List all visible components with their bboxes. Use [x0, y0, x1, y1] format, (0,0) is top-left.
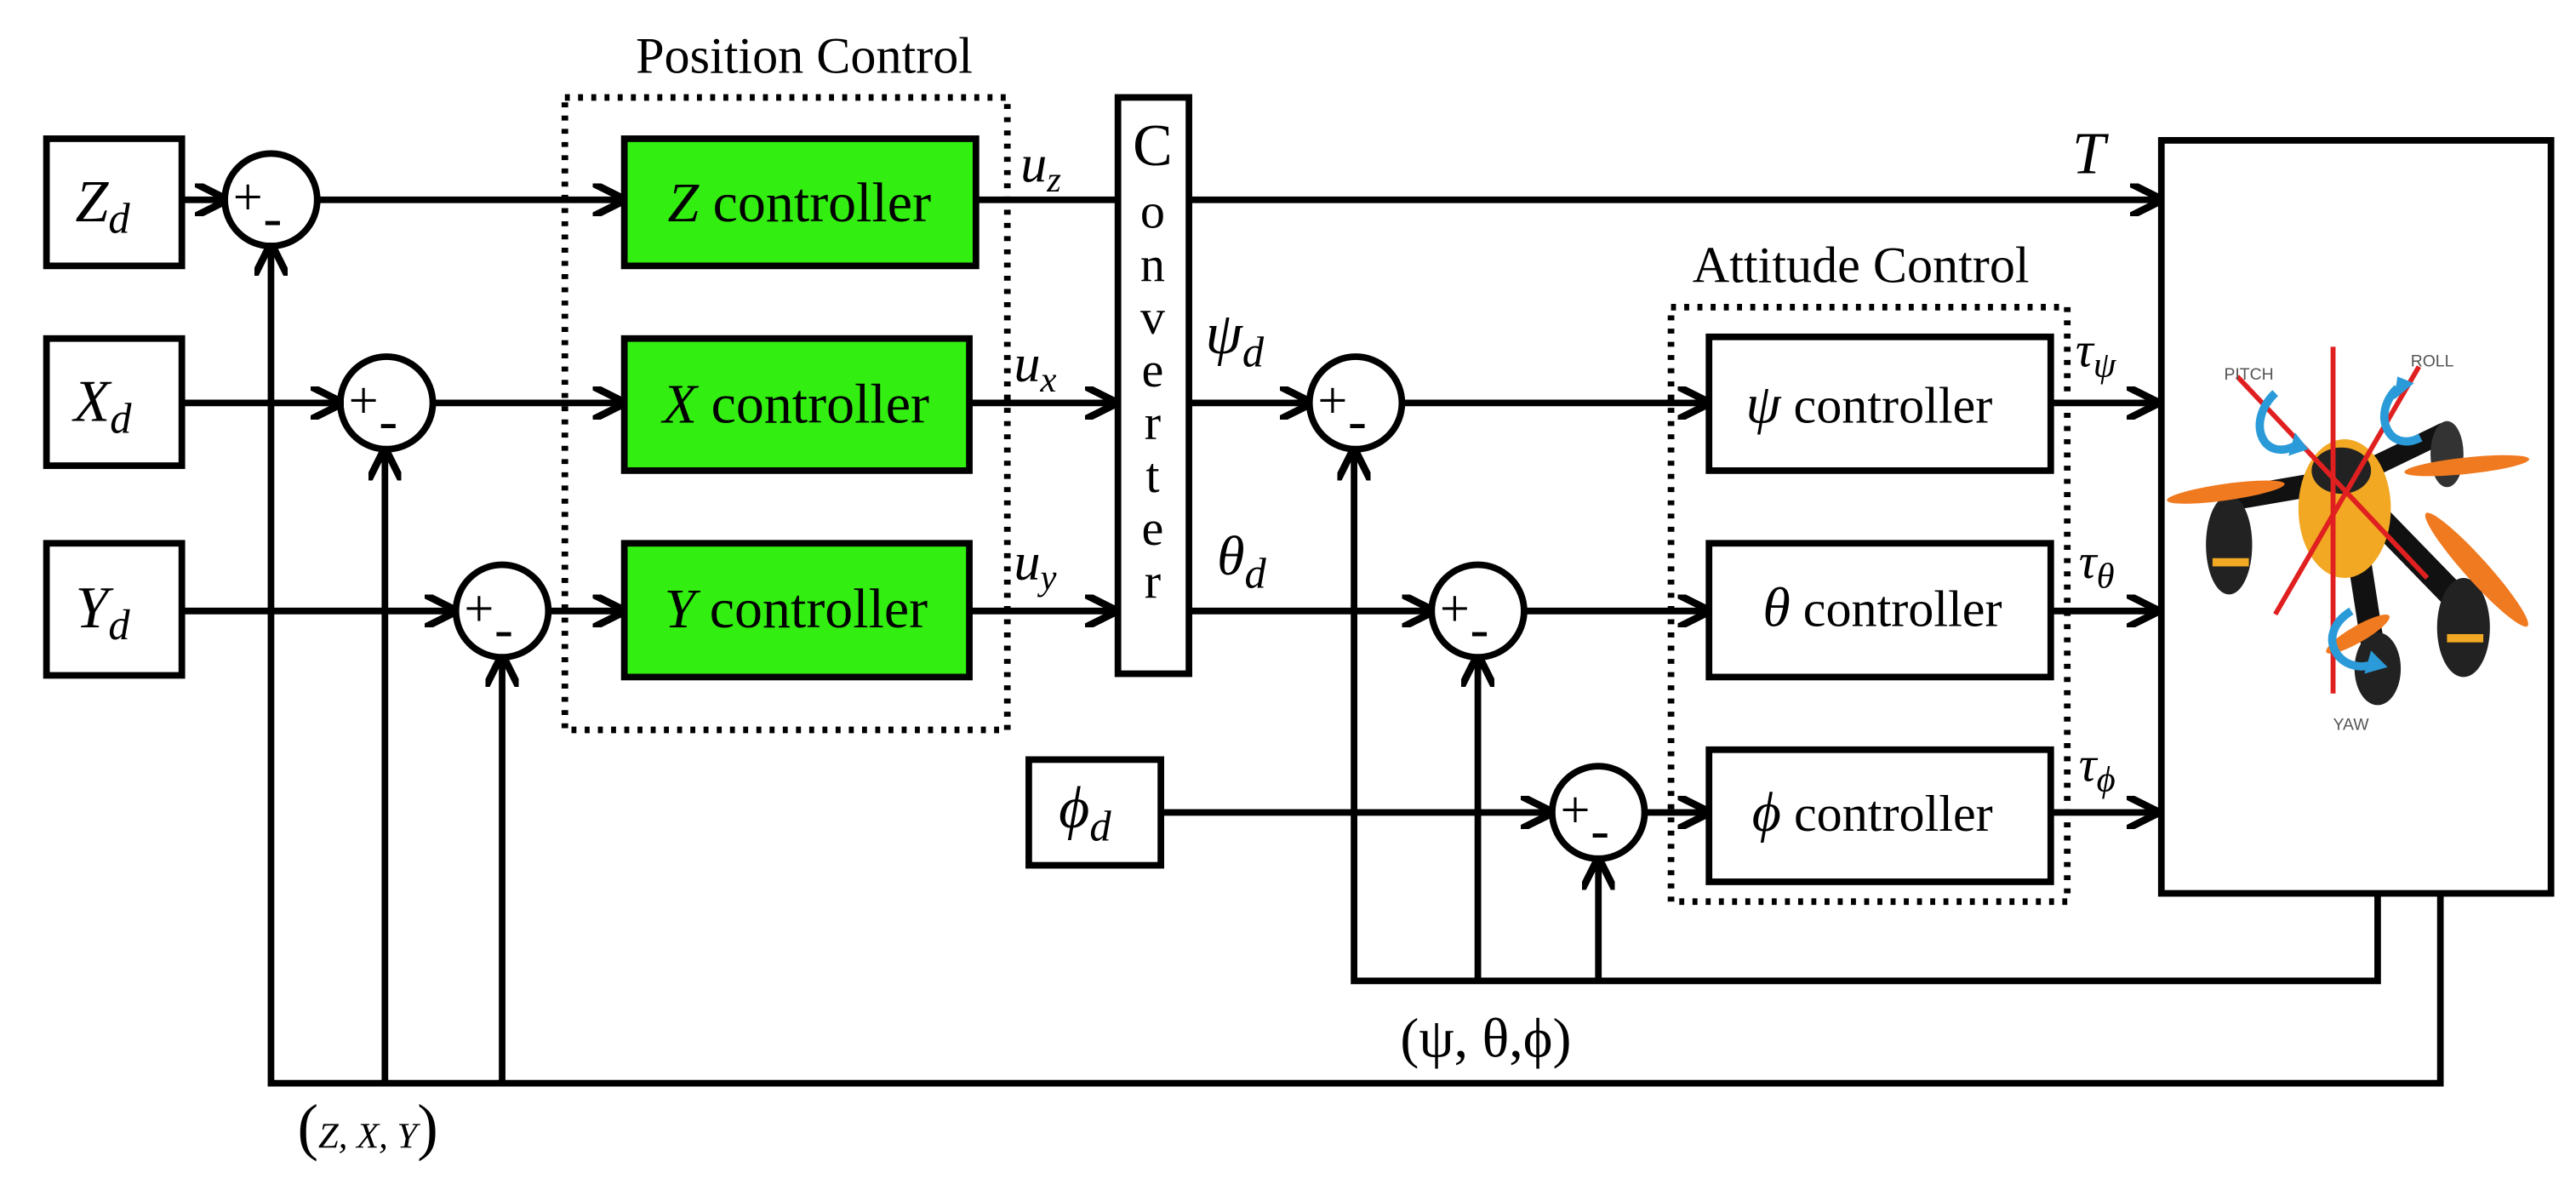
- plus-sign: +: [464, 580, 494, 638]
- converter-letter: r: [1145, 553, 1161, 609]
- minus-sign: -: [1348, 390, 1367, 452]
- converter-letter: e: [1142, 342, 1164, 398]
- converter-letter: o: [1140, 184, 1165, 239]
- x-controller-block: X controller: [620, 335, 973, 474]
- svg-text:Zd: Zd: [76, 169, 131, 243]
- attitude-control-frame: [1667, 303, 2071, 906]
- quadrotor-plant: PITCH ROLL YAW: [2157, 137, 2555, 897]
- signal-tau-phi: τϕ: [2079, 737, 2116, 800]
- sum-junction-y: +-: [452, 561, 552, 661]
- plus-sign: +: [1317, 372, 1347, 430]
- converter-letter: e: [1142, 500, 1164, 556]
- minus-sign: -: [263, 186, 282, 249]
- sum-junction-theta: +-: [1428, 561, 1528, 661]
- psi-controller-block: ψ controller: [1705, 333, 2054, 474]
- converter-letter: v: [1140, 289, 1166, 345]
- plus-sign: +: [1561, 781, 1591, 839]
- position-control-frame: [561, 94, 1011, 734]
- drone-roll-label: ROLL: [2411, 352, 2454, 371]
- svg-text:Yd: Yd: [76, 575, 131, 649]
- plus-sign: +: [1440, 580, 1470, 638]
- signal-u-z: uz: [1020, 135, 1061, 200]
- theta-controller-block: θ controller: [1705, 540, 2054, 681]
- svg-text:Xd: Xd: [71, 369, 133, 443]
- signal-tau-psi: τψ: [2076, 323, 2117, 386]
- sum-junction-psi: +-: [1305, 353, 1406, 453]
- sum-junction-phi: +-: [1549, 763, 1648, 862]
- quadrotor-image: PITCH ROLL YAW: [2167, 346, 2530, 734]
- position-control-title: Position Control: [636, 27, 973, 84]
- minus-sign: -: [1591, 799, 1609, 861]
- svg-text:θ controller: θ controller: [1762, 576, 2002, 638]
- converter-letter: C: [1133, 113, 1173, 179]
- z-controller-block: Z controller: [620, 135, 980, 270]
- signal-psi-d: ψd: [1205, 301, 1264, 376]
- signal-u-x: ux: [1014, 335, 1056, 400]
- svg-text:ϕ controller: ϕ controller: [1752, 781, 1993, 844]
- input-y-d: Yd: [43, 540, 186, 679]
- sum-junction-x: +-: [337, 353, 437, 453]
- plus-sign: +: [349, 372, 379, 430]
- input-x-d: Xd: [43, 335, 186, 469]
- signal-tau-theta: τθ: [2079, 534, 2115, 597]
- svg-text:X controller: X controller: [660, 374, 929, 436]
- signal-lines: [181, 200, 2444, 1087]
- svg-text:ψ controller: ψ controller: [1746, 374, 1993, 436]
- minus-sign: -: [379, 390, 397, 452]
- svg-text:Y controller: Y controller: [665, 578, 928, 640]
- minus-sign: -: [1471, 598, 1489, 660]
- input-phi-d: ϕd: [1025, 756, 1164, 869]
- converter-letter: r: [1145, 395, 1161, 450]
- input-z-d: Zd: [43, 135, 186, 270]
- svg-text:ϕd: ϕd: [1059, 775, 1111, 850]
- y-controller-block: Y controller: [620, 540, 973, 681]
- attitude-control-title: Attitude Control: [1693, 237, 2030, 295]
- feedback-attitude-label: (ψ, θ,ϕ): [1400, 1008, 1571, 1070]
- phi-controller-block: ϕ controller: [1705, 746, 2054, 885]
- signal-theta-d: θd: [1217, 525, 1266, 598]
- converter-letter: n: [1140, 237, 1165, 292]
- drone-yaw-label: YAW: [2333, 715, 2370, 734]
- converter-letter: t: [1145, 448, 1159, 503]
- svg-text:Z controller: Z controller: [667, 172, 931, 234]
- drone-pitch-label: PITCH: [2224, 365, 2273, 384]
- minus-sign: -: [494, 598, 513, 660]
- signal-thrust: T: [2072, 122, 2109, 187]
- signal-u-y: uy: [1014, 534, 1056, 598]
- plus-sign: +: [233, 169, 263, 226]
- sum-junction-z: +-: [221, 150, 321, 249]
- feedback-position-label: (Z, X, Y): [297, 1091, 437, 1161]
